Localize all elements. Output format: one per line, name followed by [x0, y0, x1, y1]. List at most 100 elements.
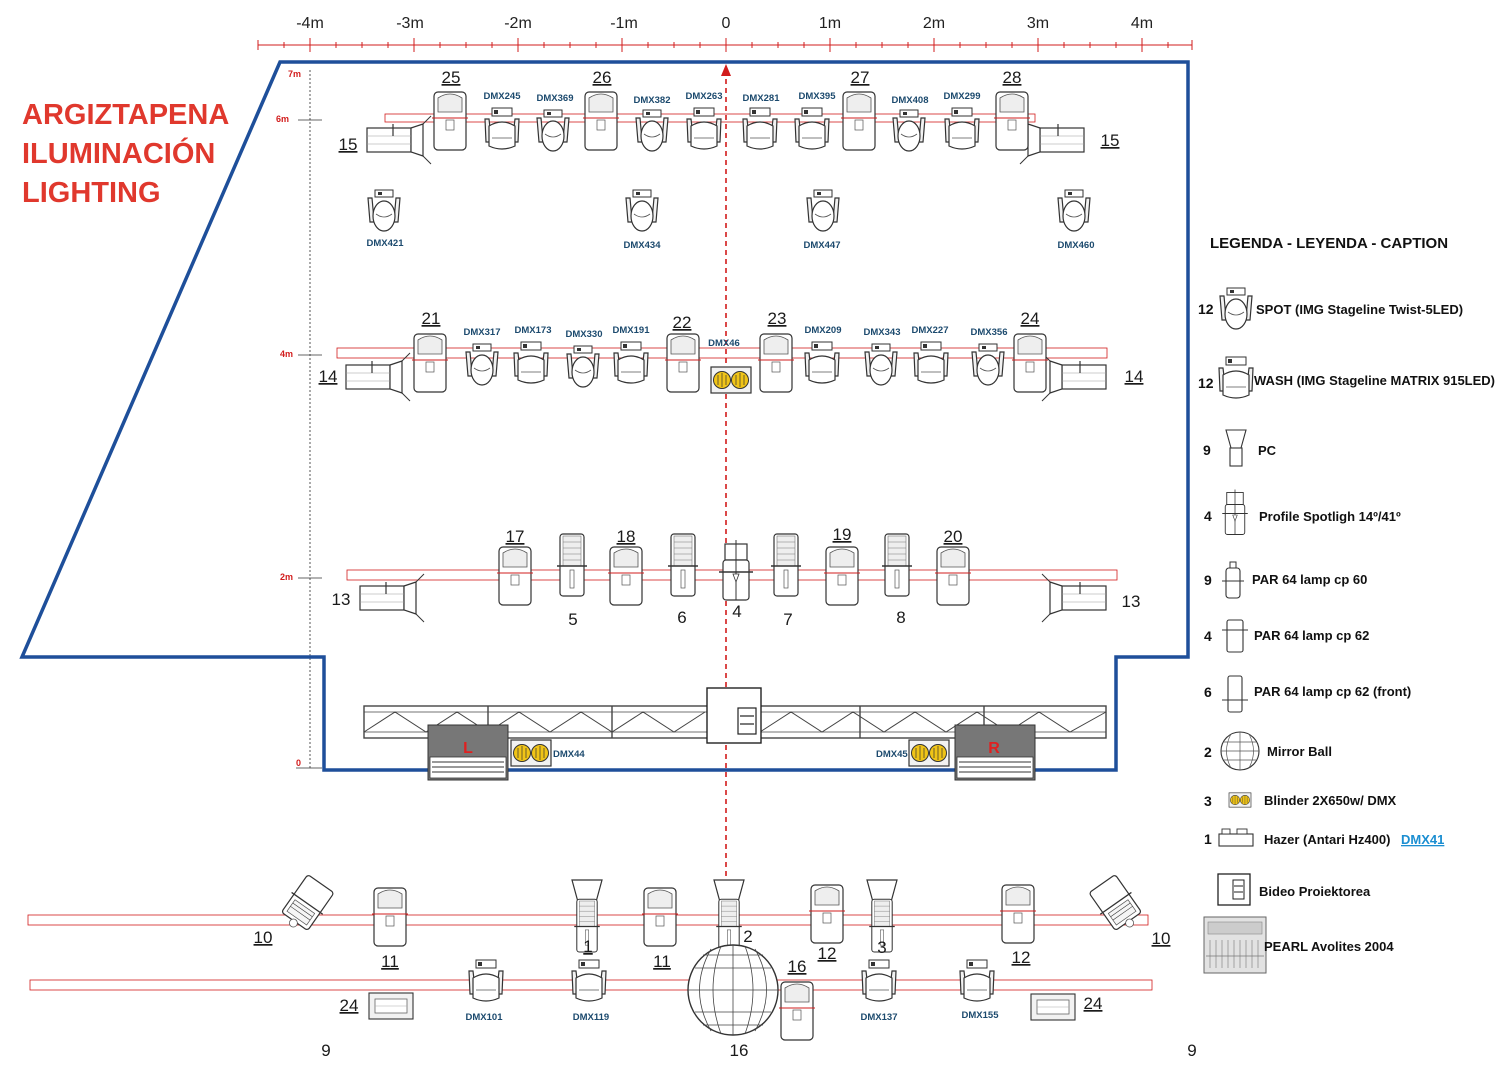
- profile-icon: [664, 333, 702, 393]
- fixture-number: 15: [339, 135, 358, 154]
- ruler-label: 1m: [819, 15, 841, 32]
- fixture-number: 22: [673, 313, 692, 332]
- legend-label: WASH (IMG Stageline MATRIX 915LED): [1254, 373, 1495, 388]
- depth-label: 4m: [280, 349, 293, 359]
- legend-count: 4: [1204, 628, 1212, 644]
- fixture-number: 3: [877, 938, 886, 957]
- pc-icon: [371, 887, 409, 947]
- legend-count: 12: [1198, 301, 1214, 317]
- front-truss: L R DMX44 DMX45: [363, 687, 1107, 781]
- dmx-address: DMX101: [466, 1012, 504, 1023]
- dmx-address: DMX369: [537, 93, 574, 104]
- wash-icon: [468, 959, 504, 1002]
- par-icon: [274, 872, 338, 938]
- fixture-number: 21: [422, 309, 441, 328]
- legend-label: PC: [1258, 443, 1277, 458]
- spot-icon: [806, 189, 840, 232]
- par-icon: [1222, 561, 1244, 599]
- side-spot-icon: [359, 573, 425, 623]
- fixture-number: 9: [321, 1041, 330, 1060]
- dmx-address: DMX44: [553, 749, 585, 760]
- legend-label: Mirror Ball: [1267, 744, 1332, 759]
- legend-label: Bideo Proiektorea: [1259, 884, 1371, 899]
- dmx-address: DMX299: [944, 91, 981, 102]
- dmx-address: DMX209: [805, 325, 842, 336]
- wash-icon: [1218, 356, 1254, 399]
- pc-icon: [823, 546, 861, 606]
- side-spot-icon: [1019, 115, 1085, 165]
- dmx-address: DMX281: [743, 93, 781, 104]
- dmx-address: DMX447: [804, 240, 841, 251]
- pc-icon: [999, 884, 1037, 944]
- legend-count: 6: [1204, 684, 1212, 700]
- ruler-label: 2m: [923, 15, 945, 32]
- fixture-number: 15: [1101, 131, 1120, 150]
- fixture-number: 13: [1122, 592, 1141, 611]
- ruler-label: 4m: [1131, 15, 1153, 32]
- pc-icon: [808, 884, 846, 944]
- dmx-address: DMX343: [864, 327, 901, 338]
- legend-count: 9: [1203, 442, 1211, 458]
- legend-label: PAR 64 lamp cp 62: [1254, 628, 1369, 643]
- fixture-number: 10: [254, 928, 273, 947]
- legend-label: Hazer (Antari Hz400): [1264, 832, 1390, 847]
- spot-icon: [635, 109, 669, 152]
- blinder-icon: [1228, 792, 1252, 808]
- fixture-number: 1: [583, 937, 592, 956]
- ruler-label: -1m: [610, 15, 638, 32]
- title-line: LIGHTING: [22, 177, 161, 209]
- dmx-address: DMX382: [634, 95, 671, 106]
- dmx-address: DMX317: [464, 327, 501, 338]
- pc-icon: [778, 981, 816, 1041]
- fixture-number: 13: [332, 590, 351, 609]
- projector-icon: [1217, 873, 1251, 906]
- fixture-number: 8: [896, 608, 905, 627]
- dmx-address: DMX263: [686, 91, 723, 102]
- side-spot-icon: [345, 352, 411, 402]
- legend-label: SPOT (IMG Stageline Twist-5LED): [1256, 302, 1463, 317]
- pc-icon: [934, 546, 972, 606]
- flood-icon: [1030, 993, 1076, 1021]
- pc-icon: [641, 887, 679, 947]
- pc-icon: [1225, 429, 1247, 467]
- blinder-icon: [908, 739, 950, 767]
- ruler-label: -4m: [296, 15, 324, 32]
- spot-icon: [465, 343, 499, 386]
- par-front-icon: [1222, 675, 1248, 713]
- par-icon: [1222, 619, 1248, 653]
- fixture-number: 27: [851, 68, 870, 87]
- par-icon: [1085, 872, 1149, 938]
- dmx-address: DMX191: [613, 325, 651, 336]
- page-title: ARGIZTAPENA ILUMINACIÓN LIGHTING: [22, 99, 229, 209]
- foh-bar-1: 10 11 1 11 2 12 3 12 10: [27, 872, 1171, 971]
- legend-label: PAR 64 lamp cp 62 (front): [1254, 684, 1411, 699]
- legend-link[interactable]: DMX41: [1401, 832, 1444, 847]
- depth-label: 6m: [276, 114, 289, 124]
- spot-icon: [625, 189, 659, 232]
- fixture-number: 11: [381, 952, 399, 971]
- title-line: ARGIZTAPENA: [22, 99, 229, 131]
- wash-icon: [861, 959, 897, 1002]
- fixture-number: 14: [1125, 367, 1144, 386]
- title-line: ILUMINACIÓN: [22, 136, 215, 170]
- depth-label: 7m: [288, 69, 301, 79]
- fixture-number: 10: [1152, 929, 1171, 948]
- wash-icon: [571, 959, 607, 1002]
- fixture-number: 9: [1187, 1041, 1196, 1060]
- profile-icon: [411, 333, 449, 393]
- fixture-number: 2: [743, 927, 752, 946]
- spot-icon: [1057, 189, 1091, 232]
- dmx-address: DMX421: [367, 238, 405, 249]
- dmx-address: DMX460: [1058, 240, 1095, 251]
- fixture-number: 7: [783, 610, 792, 629]
- bar-6m: 15 15 25 26 27 28 DMX245 DMX369 DMX382 D…: [339, 68, 1120, 165]
- legend-label: PEARL Avolites 2004: [1264, 939, 1394, 954]
- side-spot-icon: [366, 115, 432, 165]
- fixture-number: 6: [677, 608, 686, 627]
- projector-icon: [706, 687, 762, 744]
- fixture-number: 24: [1021, 309, 1040, 328]
- depth-label: 0: [296, 758, 301, 768]
- fixture-number: 26: [593, 68, 612, 87]
- side-spot-icon: [1041, 352, 1107, 402]
- ruler-label: 0: [722, 15, 731, 32]
